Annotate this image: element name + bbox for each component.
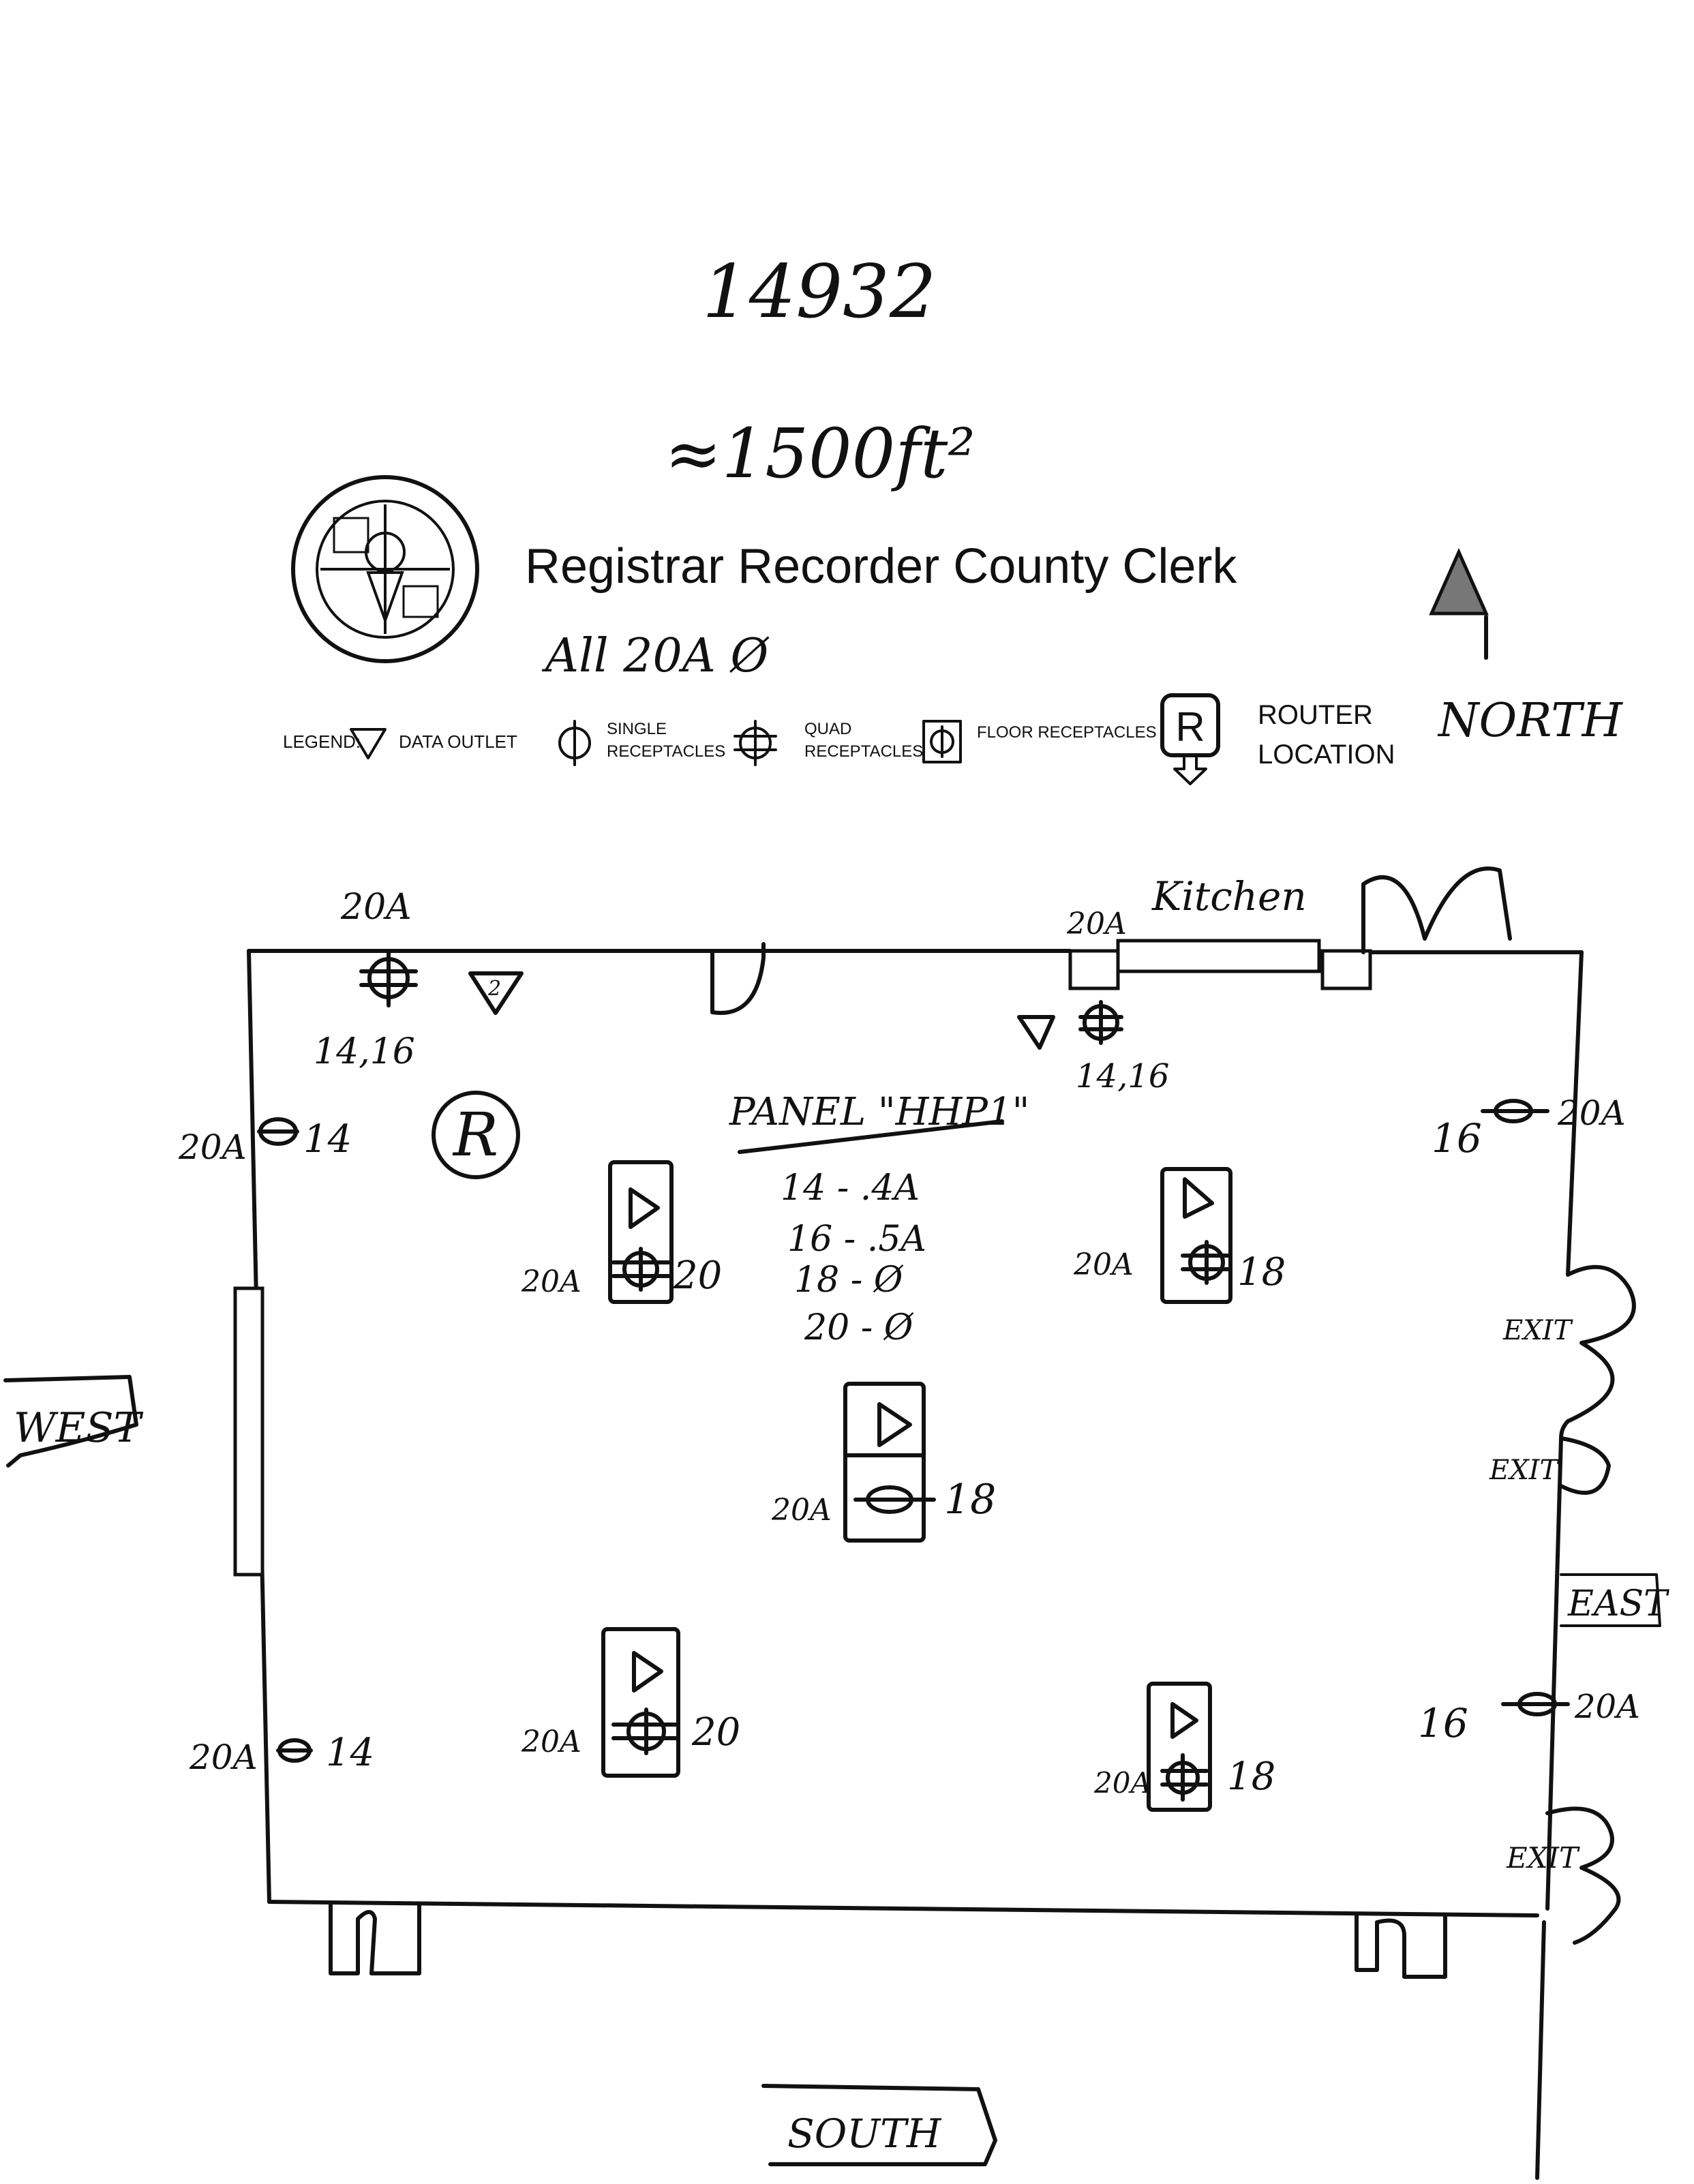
- east-exit-2: [1559, 1436, 1611, 1495]
- floor-receptacle-legend-icon: [922, 720, 962, 763]
- legend: LEGEND: DATA OUTLET SINGLE RECEPTACLES Q…: [283, 693, 1395, 785]
- exit-label-1: EXIT: [1502, 1315, 1573, 1346]
- all-circuits-note: All 20A Ø: [541, 629, 770, 683]
- east-receptacle-lower-circuit: 16: [1418, 1700, 1468, 1746]
- west-single-receptacle-lower-icon: [276, 1738, 313, 1763]
- east-receptacle-upper-amp: 20A: [1557, 1093, 1626, 1133]
- legend-single-1: SINGLE: [607, 720, 667, 738]
- north-door: [710, 942, 766, 1015]
- east-sign: EAST: [1560, 1573, 1669, 1627]
- floor-box-data-icon: [632, 1651, 663, 1693]
- floor-box-quad-receptacle-icon: [1160, 1753, 1209, 1802]
- router-legend-icon: R: [1160, 693, 1220, 785]
- exit-label-3: EXIT: [1506, 1841, 1580, 1875]
- legend-router-2: LOCATION: [1258, 740, 1395, 770]
- single-receptacle-legend-icon: [558, 720, 591, 766]
- router-letter: R: [452, 1099, 498, 1170]
- quad-receptacle-legend-icon: [733, 720, 777, 766]
- kitchen-data-outlet-icon: [1017, 1015, 1055, 1050]
- floor-box-single-receptacle-icon: [853, 1485, 936, 1514]
- east-exit-1: [1559, 1264, 1636, 1440]
- panel-line-2: 16 - .5A: [787, 1219, 926, 1260]
- kitchen-quad-receptacle-icon: [1078, 1000, 1123, 1045]
- west-receptacle-lower-amp: 20A: [189, 1738, 258, 1777]
- floor-box-lower-right-amp: 20A: [1093, 1766, 1151, 1800]
- north-arrow: [1429, 547, 1489, 660]
- panel-line-1: 14 - .4A: [781, 1168, 920, 1209]
- legend-quad-2: RECEPTACLES: [804, 742, 923, 761]
- floor-box-upper-left-circuit: 20: [673, 1254, 722, 1298]
- router-legend-letter: R: [1175, 704, 1205, 750]
- floor-box-lower-left-amp: 20A: [521, 1725, 581, 1759]
- building-walls: [233, 866, 1636, 2180]
- legend-quad-1: QUAD: [804, 720, 851, 738]
- floor-box-upper-right-circuit: 18: [1237, 1250, 1286, 1294]
- exit-label-2: EXIT: [1489, 1455, 1560, 1486]
- data-outlet-number: 2: [487, 977, 501, 1001]
- east-single-receptacle-upper-icon: [1481, 1099, 1549, 1123]
- south-label: SOUTH: [787, 2110, 942, 2157]
- west-window: [233, 1286, 264, 1577]
- floor-box-upper-right: [1160, 1167, 1232, 1304]
- data-outlet-2-icon: [468, 971, 524, 1015]
- panel-line-4: 20 - Ø: [804, 1307, 914, 1348]
- floor-box-upper-left-amp: 20A: [521, 1264, 581, 1299]
- county-seal: [291, 475, 479, 663]
- east-receptacle-lower-amp: 20A: [1574, 1688, 1640, 1726]
- data-outlet-legend-icon: [350, 728, 387, 759]
- floor-box-center-circuit: 18: [944, 1476, 996, 1523]
- floor-box-data-icon: [1183, 1177, 1214, 1219]
- floor-box-lower-right: [1147, 1682, 1212, 1812]
- south-door-east: [1355, 1913, 1447, 1979]
- floor-box-data-icon: [629, 1187, 660, 1229]
- floor-box-quad-receptacle-icon: [611, 1247, 674, 1292]
- east-single-receptacle-lower-icon: [1501, 1692, 1570, 1716]
- kitchen-quad-circuit: 14,16: [1076, 1057, 1169, 1095]
- west-receptacle-lower-circuit: 14: [326, 1731, 374, 1775]
- legend-data-outlet: DATA OUTLET: [399, 731, 517, 752]
- area-note: ≈1500ft²: [665, 414, 975, 494]
- south-door-west: [329, 1903, 421, 1975]
- org-title: Registrar Recorder County Clerk: [525, 539, 1237, 594]
- northwest-quad-amp: 20A: [340, 887, 412, 928]
- legend-router-1: ROUTER: [1258, 700, 1373, 730]
- west-single-receptacle-upper-icon: [257, 1117, 299, 1146]
- west-receptacle-upper-circuit: 14: [303, 1117, 352, 1162]
- floor-box-quad-receptacle-icon: [611, 1708, 680, 1755]
- east-label: EAST: [1567, 1583, 1669, 1624]
- floor-box-center: [843, 1382, 936, 1543]
- east-exit-3: [1545, 1806, 1621, 1945]
- east-receptacle-upper-circuit: 16: [1432, 1115, 1482, 1162]
- south-sign: SOUTH: [761, 2084, 997, 2166]
- kitchen-label: Kitchen: [1151, 873, 1307, 920]
- west-receptacle-upper-amp: 20A: [178, 1127, 247, 1167]
- floor-box-quad-receptacle-icon: [1181, 1240, 1232, 1285]
- panel-notes: PANEL "HHP1" 14 - .4A 16 - .5A 18 - Ø 20…: [729, 1090, 1029, 1348]
- kitchen-counter: [1116, 939, 1321, 973]
- floor-box-lower-right-circuit: 18: [1227, 1755, 1275, 1799]
- northwest-quad-receptacle-icon: [359, 949, 418, 1007]
- northeast-door: [1361, 866, 1512, 954]
- floor-box-data-icon: [877, 1402, 912, 1447]
- floor-box-center-amp: 20A: [771, 1493, 832, 1528]
- legend-title: LEGEND:: [283, 731, 361, 752]
- job-number: 14932: [702, 249, 937, 335]
- legend-floor: FLOOR RECEPTACLES: [977, 723, 1157, 742]
- panel-line-3: 18 - Ø: [794, 1260, 904, 1301]
- west-label: WEST: [14, 1404, 144, 1452]
- floor-box-lower-left-circuit: 20: [691, 1710, 740, 1755]
- north-label: NORTH: [1437, 694, 1624, 748]
- floor-box-lower-left: [601, 1627, 680, 1778]
- northwest-quad-circuit: 14,16: [314, 1031, 415, 1072]
- kitchen-amp-label: 20A: [1066, 907, 1127, 941]
- floor-box-data-icon: [1170, 1702, 1198, 1739]
- west-sign: WEST: [3, 1375, 144, 1468]
- panel-title: PANEL "HHP1": [729, 1090, 1029, 1134]
- legend-single-2: RECEPTACLES: [607, 742, 725, 761]
- router-location-marker: [432, 1091, 520, 1179]
- floor-box-upper-right-amp: 20A: [1073, 1247, 1134, 1282]
- floor-box-upper-left: [608, 1160, 674, 1304]
